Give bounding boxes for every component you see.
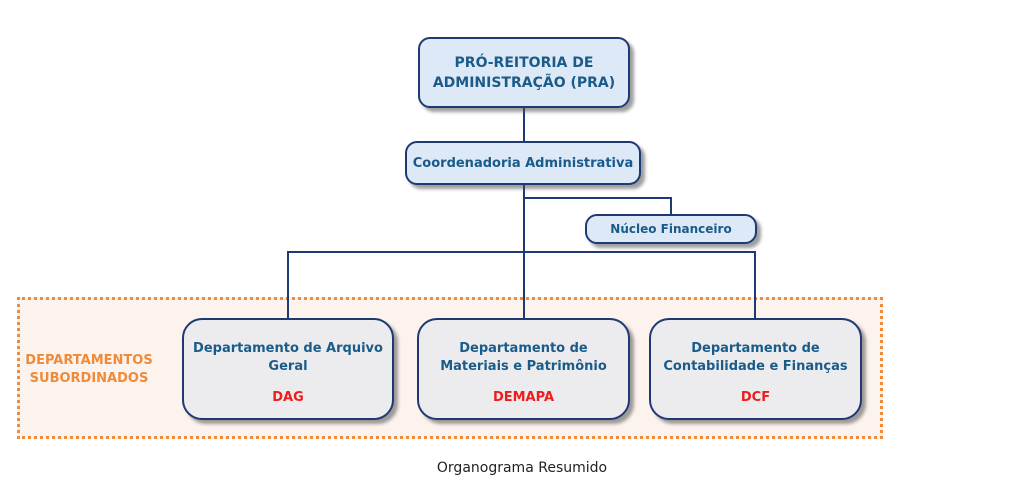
department-name-line1: Departamento de Arquivo (193, 341, 383, 356)
connector-dept-left (287, 251, 289, 319)
department-box-demapa: Departamento de Materiais e Patrimônio D… (417, 318, 630, 420)
department-box-dcf: Departamento de Contabilidade e Finanças… (649, 318, 862, 420)
zone-label-line1: DEPARTAMENTOS (25, 353, 153, 368)
connector-depts-horizontal (287, 251, 756, 253)
financial-nucleus-box: Núcleo Financeiro (585, 214, 757, 244)
coordination-box: Coordenadoria Administrativa (405, 141, 641, 185)
diagram-caption: Organograma Resumido (436, 460, 608, 476)
pro-rectorate-title-line1: PRÓ-REITORIA DE (454, 54, 594, 71)
department-name-line2: Materiais e Patrimônio (440, 359, 607, 374)
subordinate-departments-label: DEPARTAMENTOS SUBORDINADOS (24, 352, 154, 388)
coordination-label: Coordenadoria Administrativa (412, 155, 634, 171)
department-name-line2: Geral (268, 359, 308, 374)
department-name-line2: Contabilidade e Finanças (663, 359, 848, 374)
pro-rectorate-box: PRÓ-REITORIA DE ADMINISTRAÇÃO (PRA) (418, 37, 630, 108)
department-abbr: DEMAPA (492, 390, 555, 405)
department-box-dag: Departamento de Arquivo Geral DAG (182, 318, 394, 420)
connector-nucleus-horizontal (523, 197, 672, 199)
department-name-line1: Departamento de (691, 341, 820, 356)
department-abbr: DCF (740, 390, 771, 405)
connector-top-to-coord (523, 108, 525, 142)
zone-label-line2: SUBORDINADOS (29, 371, 149, 386)
department-name-line1: Departamento de (459, 341, 588, 356)
connector-nucleus-vertical (670, 197, 672, 215)
pro-rectorate-title-line2: ADMINISTRAÇÃO (PRA) (432, 74, 616, 91)
connector-dept-right (754, 251, 756, 319)
financial-nucleus-label: Núcleo Financeiro (610, 222, 732, 236)
department-abbr: DAG (272, 390, 304, 405)
